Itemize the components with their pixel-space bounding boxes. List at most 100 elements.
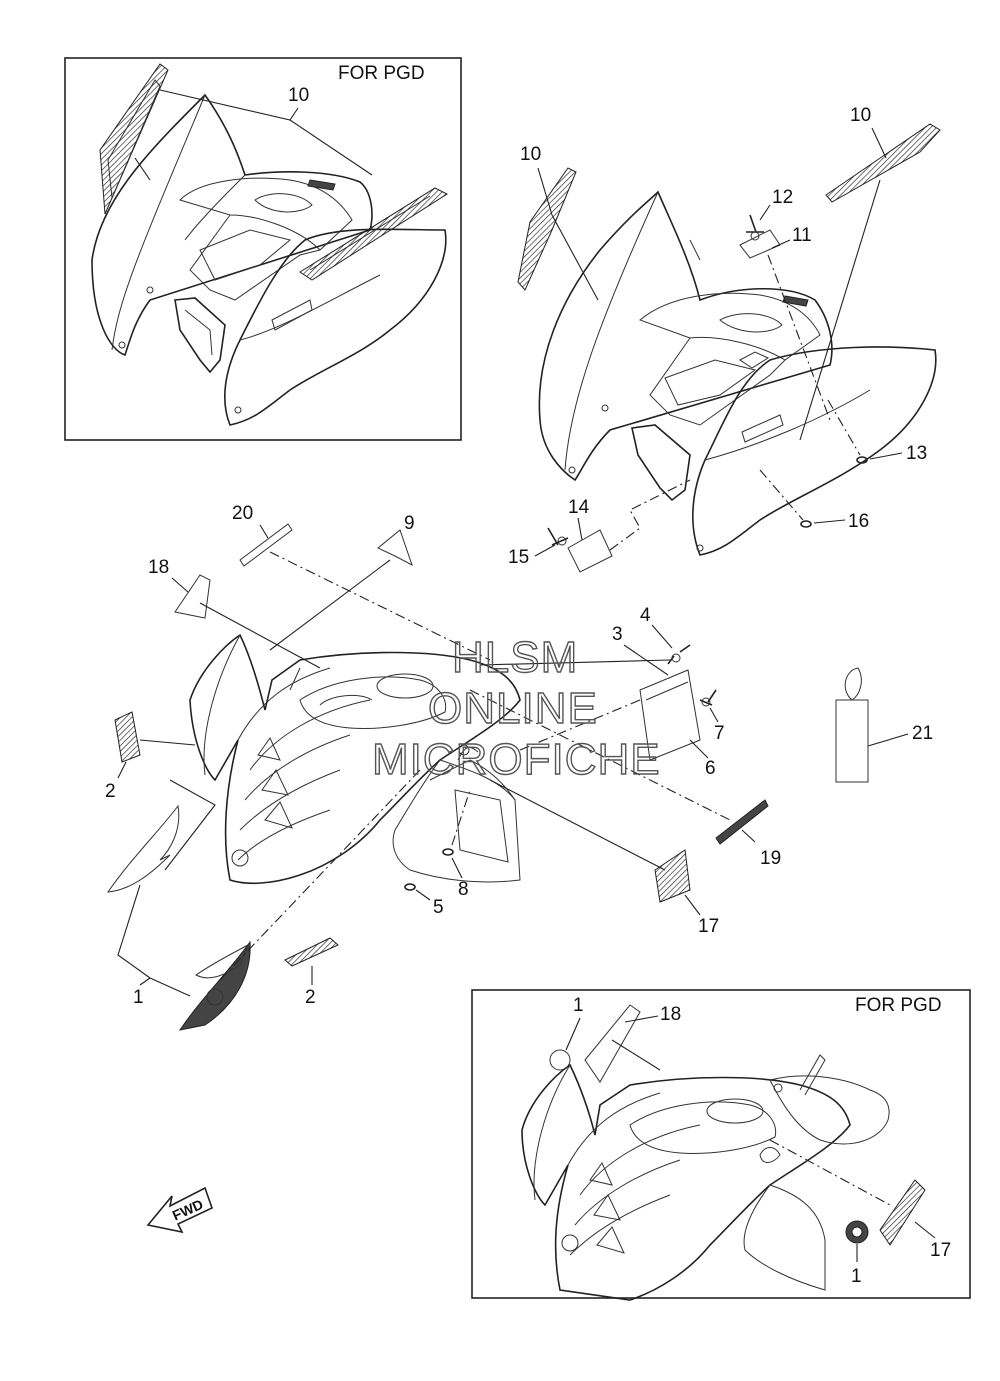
watermark-line-1: HLSM <box>452 633 578 682</box>
wing-line <box>799 1054 826 1096</box>
leader-line <box>689 739 709 759</box>
front-fender-main <box>189 633 521 885</box>
emblem-circle <box>206 988 224 1006</box>
bolt-hole <box>568 466 576 474</box>
fender-line <box>569 1194 671 1256</box>
callout-14: 14 <box>568 497 590 518</box>
leader-line <box>159 89 299 121</box>
grille-rib <box>593 1194 621 1221</box>
leader-line <box>415 889 431 901</box>
cavity-oval <box>254 193 313 213</box>
callout-21: 21 <box>912 723 933 744</box>
callout-8: 8 <box>458 879 469 900</box>
cavity-box <box>664 359 757 406</box>
fender-slot <box>741 414 784 443</box>
callout-18: 18 <box>148 557 169 578</box>
callout-11: 11 <box>792 225 812 246</box>
decal-17-main <box>654 849 691 903</box>
strip-20 <box>239 523 293 567</box>
fender-line <box>579 1124 701 1196</box>
strip-19 <box>715 799 769 845</box>
front-fender-crease-tl <box>111 94 206 351</box>
fender-line <box>184 174 246 241</box>
fender-line <box>457 747 479 761</box>
fender-line <box>237 809 331 861</box>
callout-5: 5 <box>433 897 444 918</box>
inset-box-bottom-right: FOR PGD 18 1 17 <box>471 989 971 1301</box>
emblem-decal-1 <box>178 940 251 1031</box>
bolt-hole <box>458 744 470 756</box>
fender-line <box>567 1092 661 1166</box>
fender-slot <box>271 299 313 331</box>
cavity-oval <box>719 313 783 333</box>
decal-17-pgd <box>879 1179 926 1246</box>
fender-line <box>239 274 381 341</box>
leader-line <box>117 884 151 979</box>
cavity-box <box>199 229 292 281</box>
screw-4 <box>667 644 691 665</box>
grille-rib <box>596 1226 625 1254</box>
dash-line <box>219 769 421 981</box>
bolt-hole <box>118 341 126 349</box>
fastener-circle <box>557 536 567 546</box>
emblem-circle <box>851 1226 863 1238</box>
fender-line <box>244 734 351 801</box>
callout-3: 3 <box>612 624 623 645</box>
front-fender-outline-tl <box>91 93 373 357</box>
dash-line <box>759 469 804 521</box>
callout-1-pgd-top: 1 <box>573 995 584 1016</box>
fender-line <box>249 699 371 771</box>
bolt-hole <box>773 1083 783 1093</box>
fender-crease <box>203 634 241 776</box>
leader-line <box>624 1015 659 1023</box>
grommet-5 <box>404 883 416 891</box>
leader-line <box>489 779 666 871</box>
leader-line <box>577 517 583 541</box>
rear-fender-assembly: 10 10 12 11 <box>508 105 941 573</box>
grille-rib <box>257 736 281 761</box>
bolt-hole <box>146 286 154 294</box>
callout-9: 9 <box>404 513 415 534</box>
small-label <box>307 179 336 191</box>
fastener-circle <box>701 697 711 707</box>
fender-line <box>689 239 701 261</box>
callout-17: 17 <box>698 916 719 937</box>
fender-line <box>237 667 331 741</box>
leader-line <box>199 602 321 669</box>
tank-cavity-tl <box>179 177 353 251</box>
callout-10-tl: 10 <box>288 85 309 106</box>
lower-bracket-tr <box>631 424 691 502</box>
tank-cavity-tr <box>639 292 821 361</box>
leader-line <box>869 452 903 460</box>
leader-line <box>451 857 463 879</box>
dash-line <box>609 479 691 551</box>
callout-4: 4 <box>640 605 651 626</box>
leader-line <box>164 779 216 871</box>
cavity-box <box>739 351 770 369</box>
grille-rib <box>261 769 289 796</box>
callout-18-pgd: 18 <box>660 1004 681 1025</box>
dash-line <box>451 789 471 846</box>
fwd-arrow: FWD <box>146 1186 213 1234</box>
callout-13: 13 <box>906 443 927 464</box>
bolt-hole <box>231 849 249 867</box>
leader-line <box>867 733 909 747</box>
emblem-1-pgd <box>549 1049 571 1071</box>
inset-frame-bottom-right <box>471 989 971 1299</box>
callout-17-pgd: 17 <box>930 1240 951 1261</box>
cavity-line <box>319 694 373 706</box>
cavity-oval <box>376 673 434 699</box>
callout-12: 12 <box>772 187 793 208</box>
callout-10-tr-left: 10 <box>520 144 541 165</box>
inset-box-top-left: FOR PGD 10 <box>64 57 462 441</box>
fender-line <box>239 769 341 831</box>
callout-15: 15 <box>508 547 529 568</box>
callout-2-right: 2 <box>305 987 316 1008</box>
leader-line <box>537 167 553 216</box>
plate-14 <box>567 529 613 573</box>
callout-1-pgd-bottom: 1 <box>851 1266 862 1287</box>
dash-line <box>767 254 831 421</box>
small-label <box>782 295 809 307</box>
leader-line <box>684 894 701 916</box>
